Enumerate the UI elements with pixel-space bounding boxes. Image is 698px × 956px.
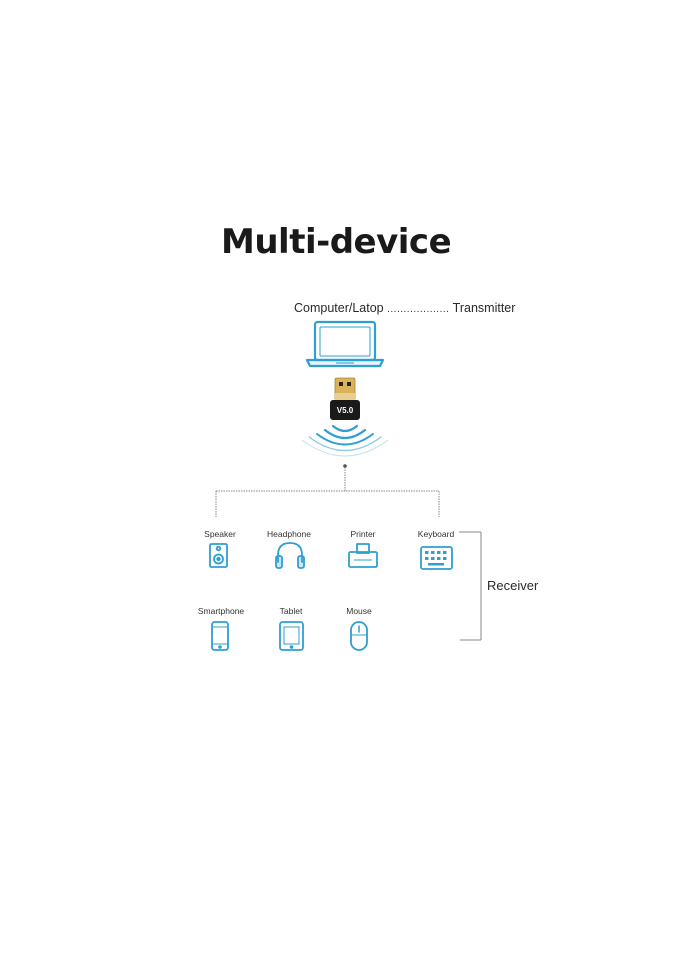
- smartphone-icon: [211, 621, 229, 651]
- laptop-icon: [305, 320, 385, 368]
- receiver-label: Receiver: [487, 578, 539, 593]
- wireless-signal-icon: [301, 424, 389, 457]
- printer-icon: [348, 543, 378, 568]
- device-label-speaker: Speaker: [204, 529, 236, 539]
- transmitter-role-label: Transmitter: [452, 301, 516, 315]
- connector-lines: [215, 467, 440, 517]
- transmitter-caption: Computer/Latop ................... Trans…: [294, 301, 515, 315]
- speaker-icon: [209, 543, 228, 568]
- dongle-version-label: V5.0: [337, 406, 354, 415]
- keyboard-icon: [420, 546, 453, 570]
- leader-dots: ...................: [387, 304, 450, 315]
- junction-dot: [343, 464, 347, 468]
- device-label-headphone: Headphone: [267, 529, 311, 539]
- headphone-icon: [275, 542, 305, 569]
- usb-dongle-icon: [330, 377, 360, 420]
- device-label-keyboard: Keyboard: [417, 529, 455, 539]
- device-label-smartphone: Smartphone: [197, 606, 245, 616]
- receiver-bracket: [459, 531, 482, 641]
- device-label-tablet: Tablet: [279, 606, 303, 616]
- page-title: Multi-device: [221, 222, 452, 262]
- mouse-icon: [350, 621, 368, 651]
- transmitter-device-label: Computer/Latop: [294, 301, 384, 315]
- device-label-printer: Printer: [350, 529, 376, 539]
- device-label-mouse: Mouse: [346, 606, 372, 616]
- tablet-icon: [279, 621, 304, 651]
